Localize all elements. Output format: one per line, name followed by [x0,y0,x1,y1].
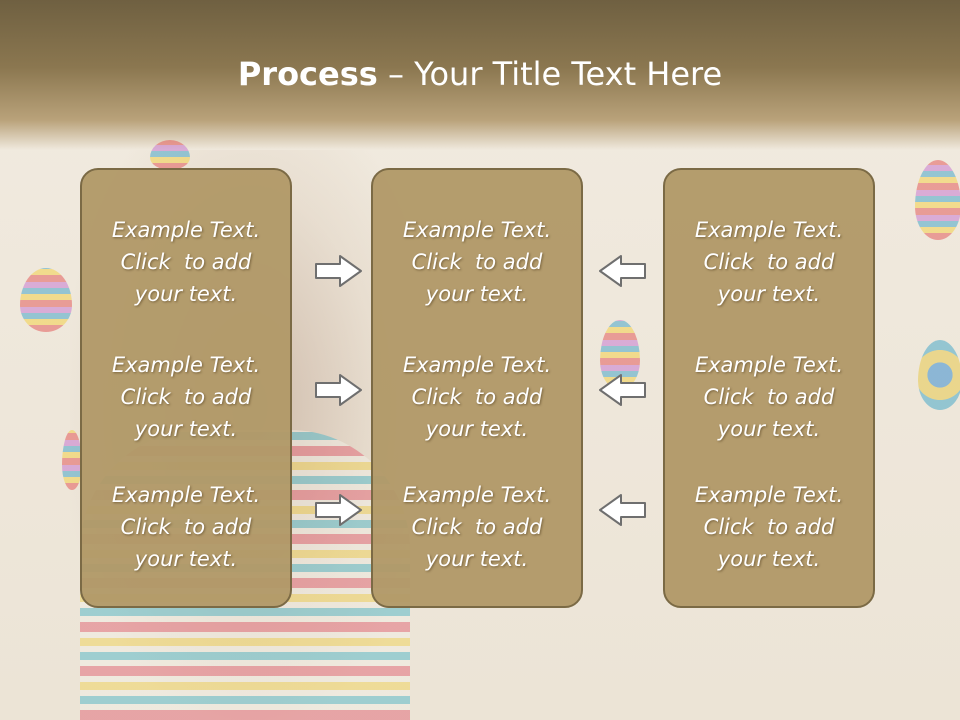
panel-text-placeholder[interactable]: Example Text. Click to add your text. [694,483,844,571]
panel-text-placeholder[interactable]: Example Text. Click to add your text. [694,218,844,306]
left-arrow-icon [597,253,647,289]
panel-text-placeholder[interactable]: Example Text. Click to add your text. [111,218,261,306]
process-panel-center[interactable]: Example Text. Click to add your text. Ex… [371,168,583,608]
panel-text-placeholder[interactable]: Example Text. Click to add your text. [694,353,844,441]
panel-text-placeholder[interactable]: Example Text. Click to add your text. [402,483,552,571]
process-panel-right[interactable]: Example Text. Click to add your text. Ex… [663,168,875,608]
left-arrow-icon [597,492,647,528]
panel-text-placeholder[interactable]: Example Text. Click to add your text. [402,353,552,441]
left-arrow-icon [597,372,647,408]
header-band [0,0,960,150]
slide-title[interactable]: Process – Your Title Text Here [0,54,960,94]
easter-egg-decoration [150,140,190,170]
easter-egg-decoration [62,430,82,490]
easter-egg-decoration [20,268,72,332]
slide-title-bold: Process [237,55,378,93]
panel-text-placeholder[interactable]: Example Text. Click to add your text. [111,353,261,441]
panel-text-placeholder[interactable]: Example Text. Click to add your text. [111,483,261,571]
panel-text-placeholder[interactable]: Example Text. Click to add your text. [402,218,552,306]
right-arrow-icon [314,253,364,289]
easter-egg-decoration [915,160,960,240]
right-arrow-icon [314,492,364,528]
slide-title-rest: – Your Title Text Here [377,55,723,93]
easter-egg-decoration [918,340,960,410]
process-panel-left[interactable]: Example Text. Click to add your text. Ex… [80,168,292,608]
right-arrow-icon [314,372,364,408]
